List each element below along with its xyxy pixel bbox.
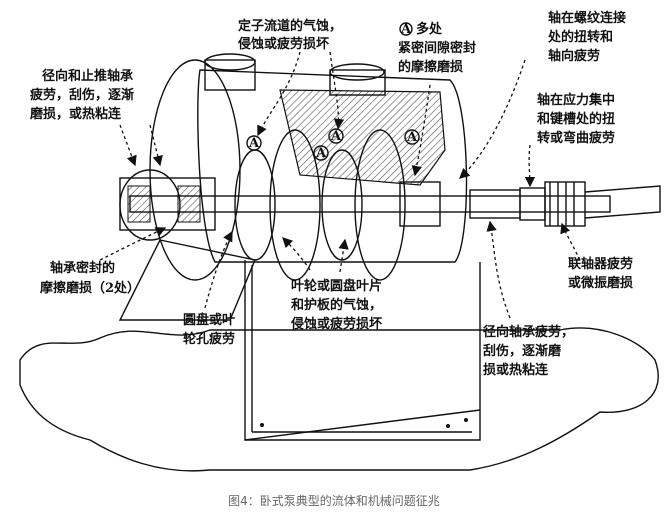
label-impeller: 叶轮或圆盘叶片 和护板的气蚀， 侵蚀或疲劳损坏	[290, 278, 382, 332]
floor-outline	[19, 327, 659, 472]
svg-text:轮孔疲劳: 轮孔疲劳	[183, 331, 235, 347]
label-disc-hole: 圆盘或叶 轮孔疲劳	[183, 312, 235, 347]
svg-text:摩擦磨损（2处）: 摩擦磨损（2处）	[40, 280, 140, 296]
svg-text:叶轮或圆盘叶片: 叶轮或圆盘叶片	[291, 278, 382, 294]
svg-text:圆盘或叶: 圆盘或叶	[183, 312, 235, 328]
svg-text:刮伤，逐渐磨: 刮伤，逐渐磨	[483, 343, 561, 359]
svg-text:定子流道的气蚀，: 定子流道的气蚀，	[237, 18, 342, 34]
svg-text:损或热粘连: 损或热粘连	[483, 362, 549, 378]
svg-text:和护板的气蚀，: 和护板的气蚀，	[291, 297, 382, 313]
label-seal-wear: 多处 紧密间隙密封 的摩擦磨损	[398, 21, 476, 75]
label-bearing-left: 径向和止推轴承 疲劳，刮伤，逐渐 磨损，或热粘连	[30, 68, 134, 122]
coupling	[544, 181, 661, 227]
label-stator-cavitation: 定子流道的气蚀， 侵蚀或疲劳损坏	[237, 18, 342, 52]
svg-text:径向和止推轴承: 径向和止推轴承	[42, 68, 133, 84]
svg-text:侵蚀或疲劳损坏: 侵蚀或疲劳损坏	[237, 36, 329, 52]
svg-text:轴在应力集中: 轴在应力集中	[537, 92, 615, 108]
svg-text:轴在螺纹连接: 轴在螺纹连接	[548, 10, 626, 26]
svg-text:侵蚀或疲劳损坏: 侵蚀或疲劳损坏	[290, 316, 382, 332]
marker-a-2: A	[328, 128, 344, 144]
bearing-housing-left	[119, 59, 241, 281]
marker-a-4: A	[404, 129, 420, 145]
svg-text:轴承密封的: 轴承密封的	[50, 260, 115, 276]
impeller-stages	[234, 129, 441, 281]
svg-text:的摩擦磨损: 的摩擦磨损	[398, 59, 463, 75]
label-coupling: 联轴器疲劳 或微振磨损	[568, 256, 633, 291]
svg-text:和键槽处的扭: 和键槽处的扭	[537, 111, 615, 127]
marker-a-legend: A	[399, 22, 413, 37]
svg-text:A: A	[400, 22, 412, 37]
marker-a-1: A	[246, 135, 262, 151]
pump-base	[118, 239, 481, 441]
svg-text:联轴器疲劳: 联轴器疲劳	[568, 256, 633, 272]
svg-text:A: A	[248, 136, 260, 151]
marker-a-3: A	[313, 145, 329, 161]
svg-text:处的扭转和: 处的扭转和	[547, 29, 613, 45]
label-bearing-seal: 轴承密封的 摩擦磨损（2处）	[40, 260, 140, 296]
pump-casing	[197, 53, 468, 263]
svg-text:A: A	[406, 130, 418, 145]
svg-text:径向轴承疲劳，: 径向轴承疲劳，	[483, 324, 574, 340]
leader-lines	[99, 51, 581, 319]
svg-text:轴向疲劳: 轴向疲劳	[548, 48, 600, 64]
seal-markers: A A A A A	[246, 22, 420, 161]
label-shaft-thread: 轴在螺纹连接 处的扭转和 轴向疲劳	[547, 10, 626, 64]
svg-text:疲劳，刮伤，逐渐: 疲劳，刮伤，逐渐	[30, 87, 134, 103]
svg-text:A: A	[330, 129, 342, 144]
svg-text:紧密间隙密封: 紧密间隙密封	[398, 40, 476, 56]
svg-text:多处: 多处	[416, 21, 443, 37]
svg-text:或微振磨损: 或微振磨损	[568, 275, 633, 291]
figure-caption: 图4：卧式泵典型的流体和机械问题征兆	[228, 493, 440, 508]
label-bearing-right: 径向轴承疲劳， 刮伤，逐渐磨 损或热粘连	[483, 324, 574, 378]
svg-text:A: A	[315, 146, 327, 161]
svg-text:磨损，或热粘连: 磨损，或热粘连	[30, 106, 122, 122]
label-shaft-stress: 轴在应力集中 和键槽处的扭 转或弯曲疲劳	[537, 92, 615, 146]
svg-text:转或弯曲疲劳: 转或弯曲疲劳	[537, 130, 615, 146]
